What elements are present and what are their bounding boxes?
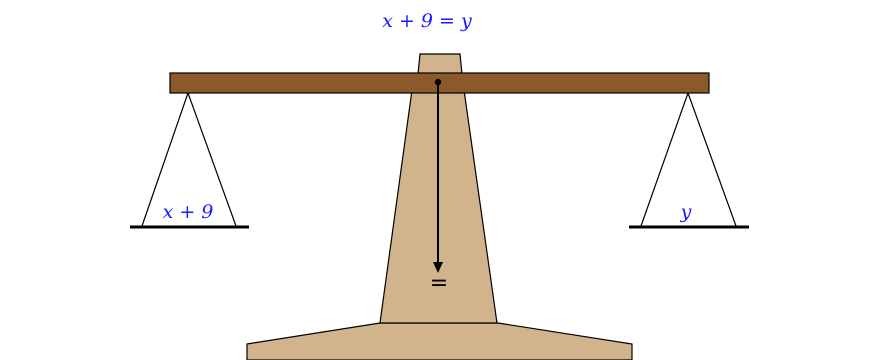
balance-indicator-symbol: =: [430, 271, 448, 296]
pillar-cap: [418, 54, 462, 74]
right-pan-label: y: [680, 201, 692, 223]
scale-base: [247, 323, 632, 360]
equation-title: x + 9 = y: [382, 10, 472, 32]
left-pan-label: x + 9: [163, 201, 214, 223]
pivot-point: [435, 79, 441, 85]
